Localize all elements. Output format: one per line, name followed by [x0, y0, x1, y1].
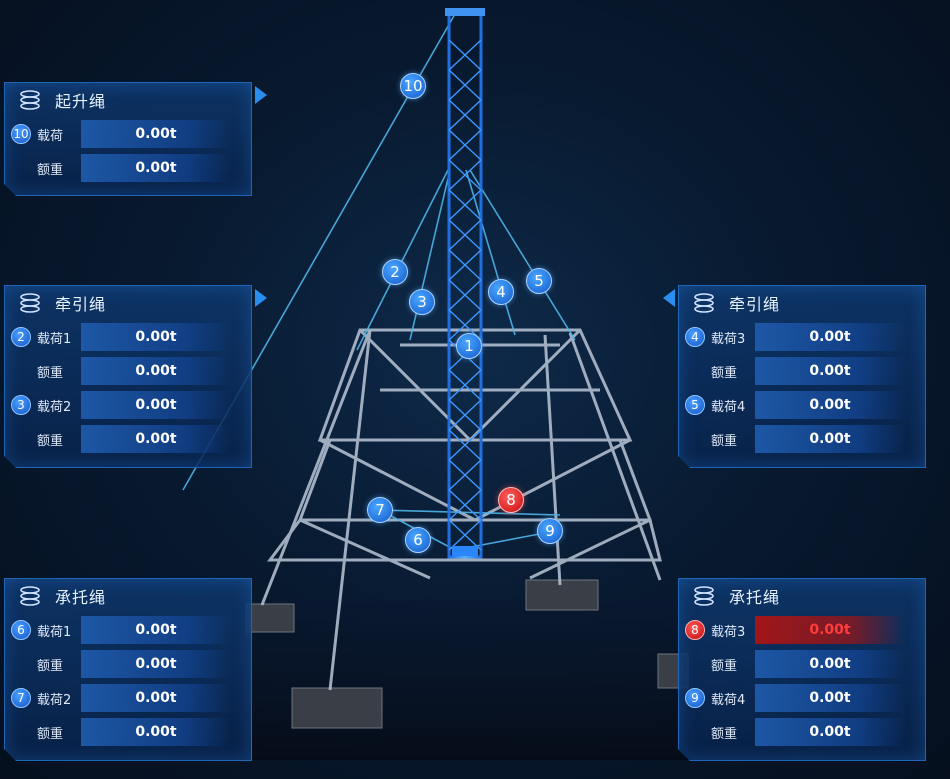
row-label: 额重	[711, 726, 738, 742]
row-label: 载荷1	[37, 624, 72, 640]
rope-coil-icon	[691, 292, 717, 314]
badge: 9	[685, 688, 705, 708]
rated-value: 0.00t	[755, 718, 905, 746]
rope-coil-icon	[17, 585, 43, 607]
rated-value: 0.00t	[81, 650, 231, 678]
panel-title: 承托绳	[55, 588, 107, 607]
load-value: 0.00t	[755, 323, 905, 351]
row-label: 额重	[37, 726, 64, 742]
load-value: 0.00t	[81, 120, 231, 148]
marker-4[interactable]: 4	[488, 279, 514, 305]
rope-coil-icon	[691, 585, 717, 607]
load-value: 0.00t	[755, 684, 905, 712]
panel-header: 承托绳	[679, 579, 925, 613]
row-label: 载荷2	[37, 692, 72, 708]
row-label: 额重	[37, 162, 64, 178]
panel-pointer-icon	[663, 289, 675, 307]
support-rope-right-panel: 承托绳 8 载荷3 0.00t 额重 0.00t 9 载荷4 0.00t 额重 …	[678, 578, 926, 761]
row-label: 载荷2	[37, 399, 72, 415]
row-label: 额重	[37, 658, 64, 674]
rated-value: 0.00t	[81, 154, 231, 182]
rated-value: 0.00t	[81, 425, 231, 453]
load-value: 0.00t	[81, 323, 231, 351]
row-label: 载荷1	[37, 331, 72, 347]
panel-header: 牵引绳	[679, 286, 925, 320]
panel-title: 承托绳	[729, 588, 781, 607]
rated-row: 额重 0.00t	[5, 151, 251, 185]
row-label: 载荷3	[711, 624, 746, 640]
load-row: 7 载荷2 0.00t	[5, 681, 251, 715]
panel-pointer-icon	[255, 86, 267, 104]
panel-header: 牵引绳	[5, 286, 251, 320]
rope-coil-icon	[17, 89, 43, 111]
lattice-mast	[445, 8, 485, 559]
badge: 3	[11, 395, 31, 415]
badge: 8	[685, 620, 705, 640]
rated-row: 额重 0.00t	[679, 647, 925, 681]
panel-title: 起升绳	[55, 92, 107, 111]
row-label: 载荷4	[711, 692, 746, 708]
row-label: 载荷4	[711, 399, 746, 415]
rated-row: 额重 0.00t	[5, 647, 251, 681]
load-row: 6 载荷1 0.00t	[5, 613, 251, 647]
load-row: 9 载荷4 0.00t	[679, 681, 925, 715]
load-value-alarm: 0.00t	[755, 616, 905, 644]
row-label: 额重	[711, 658, 738, 674]
badge: 7	[11, 688, 31, 708]
marker-2[interactable]: 2	[382, 259, 408, 285]
marker-9[interactable]: 9	[537, 518, 563, 544]
traction-rope-right-panel: 牵引绳 4 载荷3 0.00t 额重 0.00t 5 载荷4 0.00t 额重 …	[678, 285, 926, 468]
badge: 10	[11, 124, 31, 144]
marker-5[interactable]: 5	[526, 268, 552, 294]
rated-row: 额重 0.00t	[5, 422, 251, 456]
load-value: 0.00t	[81, 684, 231, 712]
hoist-rope-panel: 起升绳 10 载荷 0.00t 额重 0.00t	[4, 82, 252, 196]
row-label: 载荷3	[711, 331, 746, 347]
rated-value: 0.00t	[81, 718, 231, 746]
load-row: 10 载荷 0.00t	[5, 117, 251, 151]
row-label: 额重	[37, 365, 64, 381]
marker-10[interactable]: 10	[400, 73, 426, 99]
row-label: 额重	[37, 433, 64, 449]
row-label: 额重	[711, 433, 738, 449]
rated-value: 0.00t	[755, 650, 905, 678]
load-row: 3 载荷2 0.00t	[5, 388, 251, 422]
marker-6[interactable]: 6	[405, 527, 431, 553]
panel-title: 牵引绳	[55, 295, 107, 314]
row-label: 载荷	[37, 128, 64, 144]
badge: 6	[11, 620, 31, 640]
marker-7[interactable]: 7	[367, 497, 393, 523]
panel-title: 牵引绳	[729, 295, 781, 314]
load-row: 4 载荷3 0.00t	[679, 320, 925, 354]
marker-8[interactable]: 8	[498, 487, 524, 513]
load-row: 2 载荷1 0.00t	[5, 320, 251, 354]
load-row: 8 载荷3 0.00t	[679, 613, 925, 647]
load-value: 0.00t	[81, 616, 231, 644]
load-row: 5 载荷4 0.00t	[679, 388, 925, 422]
rated-value: 0.00t	[755, 357, 905, 385]
rated-row: 额重 0.00t	[679, 715, 925, 749]
rated-row: 额重 0.00t	[679, 422, 925, 456]
rated-row: 额重 0.00t	[679, 354, 925, 388]
panel-header: 承托绳	[5, 579, 251, 613]
badge: 5	[685, 395, 705, 415]
marker-3[interactable]: 3	[409, 289, 435, 315]
support-rope-left-panel: 承托绳 6 载荷1 0.00t 额重 0.00t 7 载荷2 0.00t 额重 …	[4, 578, 252, 761]
load-value: 0.00t	[755, 391, 905, 419]
traction-rope-left-panel: 牵引绳 2 载荷1 0.00t 额重 0.00t 3 载荷2 0.00t 额重 …	[4, 285, 252, 468]
rated-value: 0.00t	[755, 425, 905, 453]
marker-1[interactable]: 1	[456, 333, 482, 359]
rated-row: 额重 0.00t	[5, 715, 251, 749]
row-label: 额重	[711, 365, 738, 381]
rated-row: 额重 0.00t	[5, 354, 251, 388]
panel-pointer-icon	[255, 289, 267, 307]
badge: 2	[11, 327, 31, 347]
rope-coil-icon	[17, 292, 43, 314]
panel-header: 起升绳	[5, 83, 251, 117]
badge: 4	[685, 327, 705, 347]
load-value: 0.00t	[81, 391, 231, 419]
rated-value: 0.00t	[81, 357, 231, 385]
